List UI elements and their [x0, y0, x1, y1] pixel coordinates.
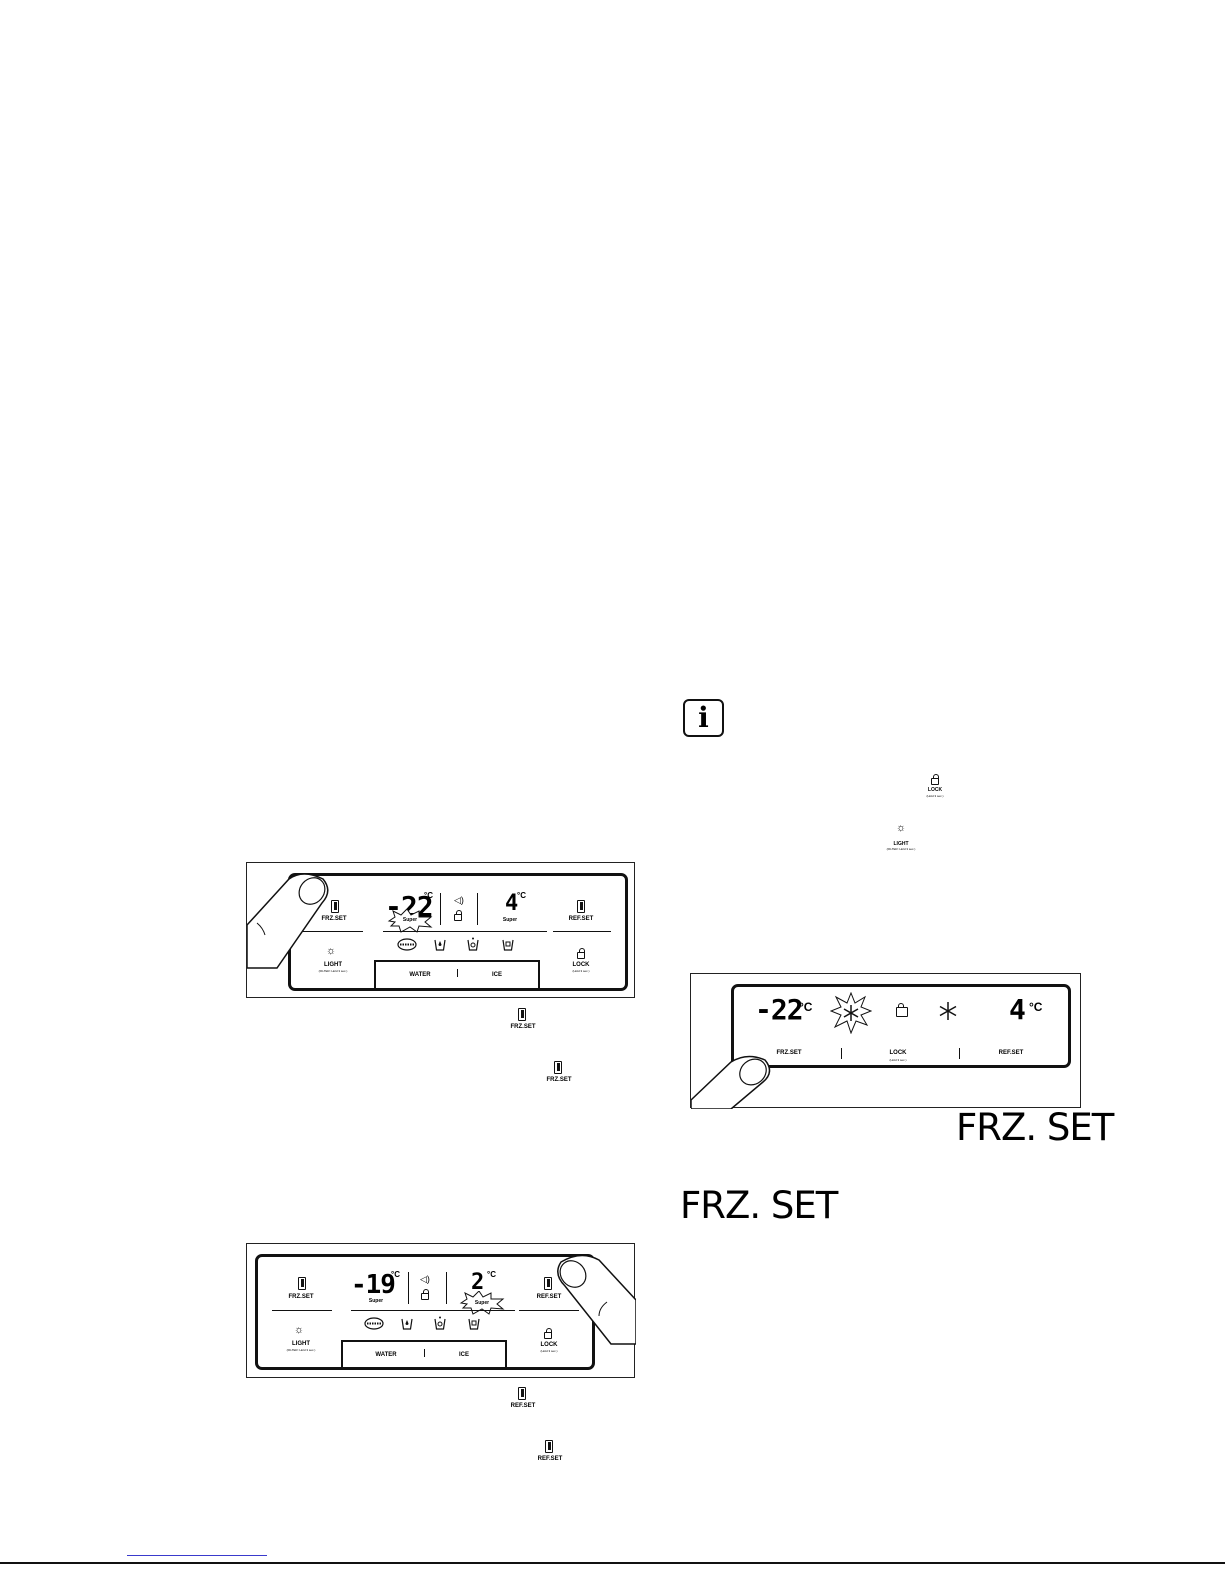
- inline-lock-label: LOCK: [927, 787, 943, 793]
- inline-lock-hold-note: (Hold 3 sec.): [926, 794, 944, 798]
- water-label: WATER: [375, 1352, 397, 1358]
- control-panel-diagram-2: FRZ.SET -19 °C Super ◁) 2 °C Super REF.S…: [246, 1243, 636, 1378]
- lock-hold-note: (Hold 3 sec.): [572, 969, 590, 973]
- inline-light-hold-note: (FILTER: Hold 3 sec.): [886, 847, 916, 851]
- crushed-ice-icon: [434, 1316, 446, 1330]
- lock-button-icon[interactable]: [544, 1328, 552, 1339]
- display-lock-icon: [421, 1289, 429, 1300]
- freezer-unit: °C: [799, 1000, 813, 1014]
- frz-set-button-icon[interactable]: [331, 900, 339, 913]
- cubed-ice-icon: [434, 939, 446, 951]
- inline-lock-icon: [931, 774, 939, 785]
- super-cool-label: Super: [474, 1300, 490, 1306]
- frz-set-label: FRZ.SET: [321, 916, 347, 922]
- lock-hold-note: (Hold 3 sec.): [889, 1058, 907, 1062]
- light-label: LIGHT: [292, 1341, 310, 1347]
- fridge-unit: °C: [517, 891, 526, 900]
- cubed-ice-icon: [401, 1318, 413, 1330]
- ref-set-label[interactable]: REF.SET: [998, 1050, 1024, 1056]
- super-freeze-flash-icon: [830, 992, 872, 1034]
- fridge-unit: °C: [487, 1270, 496, 1279]
- inline-frz-set-label-1: FRZ.SET: [510, 1024, 536, 1030]
- super-cool-snowflake-icon: [939, 1002, 957, 1020]
- ref-set-label: REF.SET: [536, 1294, 562, 1300]
- filter-icon: [364, 1317, 384, 1330]
- super-freeze-label: Super: [368, 1298, 384, 1304]
- fridge-temperature: 4: [1009, 993, 1026, 1026]
- super-cool-flash-icon: [459, 1291, 505, 1315]
- super-cool-label: Super: [502, 917, 518, 923]
- frz-set-button-icon[interactable]: [298, 1277, 306, 1290]
- light-icon[interactable]: ☼: [294, 1324, 305, 1336]
- lock-label[interactable]: LOCK: [889, 1050, 907, 1056]
- panel-frame: [731, 984, 1071, 1068]
- sound-icon: ◁): [454, 895, 464, 905]
- inline-ref-set-icon-1: [518, 1387, 526, 1400]
- super-freeze-label: Super: [402, 917, 418, 923]
- water-label: WATER: [409, 972, 431, 978]
- inline-frz-set-icon-1: [518, 1008, 526, 1021]
- info-icon: i: [683, 699, 724, 737]
- freezer-temperature: -22: [755, 993, 804, 1026]
- light-label: LIGHT: [324, 962, 342, 968]
- fridge-temperature: 2: [471, 1270, 484, 1295]
- control-panel-diagram-1: FRZ.SET -22 °C Super ◁) 4 °C Super REF.S…: [246, 862, 635, 998]
- light-hold-note: (FILTER: Hold 3 sec.): [318, 969, 348, 973]
- light-icon[interactable]: ☼: [326, 945, 337, 957]
- fridge-unit: °C: [1029, 1000, 1043, 1014]
- finger-press-illustration: [691, 1055, 771, 1109]
- crushed-ice-icon: [467, 937, 479, 951]
- dispenser-select-area[interactable]: [374, 960, 540, 990]
- lock-label: LOCK: [540, 1342, 558, 1348]
- fridge-temperature: 4: [505, 891, 518, 916]
- finger-press-illustration: [247, 873, 329, 969]
- lock-hold-note: (Hold 3 sec.): [540, 1349, 558, 1353]
- inline-ref-set-label-2: REF.SET: [537, 1456, 563, 1462]
- light-hold-note: (FILTER: Hold 3 sec.): [286, 1348, 316, 1352]
- freezer-unit: °C: [424, 891, 433, 900]
- lock-button-icon[interactable]: [577, 948, 585, 959]
- inline-light-label: LIGHT: [893, 841, 909, 847]
- filter-icon: [397, 938, 417, 951]
- inline-ref-set-label-1: REF.SET: [510, 1403, 536, 1409]
- control-panel-diagram-3: -22 °C 4 °C FRZ.SET LOCK (Hold 3 sec.) R…: [690, 973, 1081, 1109]
- super-freeze-flash-icon: [387, 909, 433, 933]
- lock-label: LOCK: [572, 962, 590, 968]
- sound-icon: ◁): [420, 1274, 430, 1284]
- dispenser-select-area[interactable]: [341, 1340, 507, 1370]
- display-lock-icon: [454, 910, 462, 921]
- ice-label: ICE: [491, 972, 502, 978]
- freezer-temperature: -19: [351, 1270, 396, 1300]
- footer-link-underline[interactable]: [127, 1555, 267, 1556]
- inline-ref-set-icon-2: [545, 1440, 553, 1453]
- finger-press-illustration: [557, 1254, 636, 1345]
- ref-set-button-icon[interactable]: [577, 900, 585, 913]
- water-dispense-icon: [502, 939, 514, 951]
- inline-light-icon: ☼: [896, 822, 907, 834]
- inline-frz-set-label-2: FRZ.SET: [546, 1077, 572, 1083]
- frz-set-large-label-2: FRZ. SET: [680, 1184, 838, 1227]
- display-lock-icon: [896, 1003, 908, 1017]
- inline-frz-set-icon-2: [554, 1061, 562, 1074]
- frz-set-large-label-1: FRZ. SET: [956, 1106, 1114, 1149]
- freezer-unit: °C: [391, 1270, 400, 1279]
- frz-set-label: FRZ.SET: [288, 1294, 314, 1300]
- footer-rule: [0, 1562, 1225, 1564]
- ref-set-label: REF.SET: [568, 916, 594, 922]
- water-dispense-icon: [468, 1318, 480, 1330]
- frz-set-label[interactable]: FRZ.SET: [776, 1050, 802, 1056]
- ice-label: ICE: [458, 1352, 469, 1358]
- ref-set-button-icon[interactable]: [544, 1277, 552, 1290]
